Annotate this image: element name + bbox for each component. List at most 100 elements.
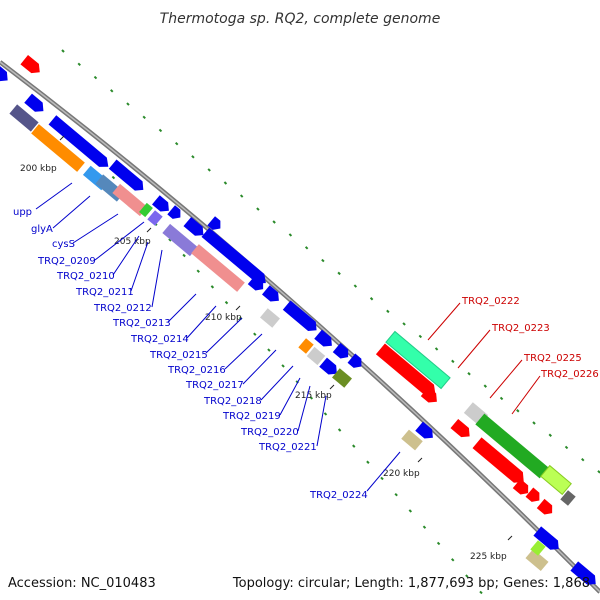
gc-dot bbox=[207, 168, 211, 172]
gene-label-trq2-0216[interactable]: TRQ2_0216 bbox=[167, 365, 226, 376]
topology-text: Topology: circular; Length: 1,877,693 bp… bbox=[232, 576, 590, 591]
reverse-gene-labels bbox=[427, 302, 541, 415]
cds-forward-arrow bbox=[262, 285, 279, 302]
feature-box-pink bbox=[112, 183, 148, 217]
gc-dot bbox=[418, 334, 423, 339]
gene-label-trq2-0210[interactable]: TRQ2_0210 bbox=[56, 271, 115, 282]
tick-label-205-kbp: 205 kbp bbox=[114, 237, 151, 247]
position-ticks bbox=[59, 135, 513, 541]
gc-dot bbox=[210, 285, 215, 289]
cds-forward-arrow bbox=[24, 93, 44, 112]
gc-dot bbox=[337, 271, 341, 276]
gc-dot bbox=[483, 384, 488, 388]
map-title: Thermotoga sp. RQ2, complete genome bbox=[160, 11, 441, 27]
gc-dot bbox=[465, 574, 469, 578]
cds-reverse-arrow bbox=[20, 55, 40, 74]
gene-label-trq2-0211[interactable]: TRQ2_0211 bbox=[75, 287, 134, 298]
feature-box-green bbox=[475, 413, 549, 479]
cds-forward-arrow bbox=[152, 195, 169, 212]
feature-box-lime bbox=[540, 464, 572, 496]
cds-forward-arrow bbox=[533, 526, 559, 550]
cds-forward-arrow bbox=[347, 353, 362, 368]
gene-label-trq2-0219[interactable]: TRQ2_0219 bbox=[222, 411, 281, 422]
cds-reverse-arrow bbox=[512, 478, 529, 495]
gc-dot bbox=[174, 141, 179, 146]
gc-dot bbox=[394, 492, 398, 497]
gc-dot bbox=[304, 246, 309, 250]
gc-dot bbox=[224, 300, 229, 305]
gene-label-trq2-0226[interactable]: TRQ2_0226 bbox=[540, 369, 599, 380]
feature-box-green bbox=[139, 202, 153, 218]
cds-forward-arrow bbox=[183, 216, 204, 236]
gene-label-trq2-0225[interactable]: TRQ2_0225 bbox=[523, 353, 582, 364]
cds-reverse-arrow bbox=[450, 418, 470, 438]
cds-forward-arrow bbox=[201, 227, 266, 284]
cds-forward-arrow bbox=[167, 205, 181, 219]
gene-label-trq2-0214[interactable]: TRQ2_0214 bbox=[130, 334, 189, 345]
tick-label-220-kbp: 220 kbp bbox=[383, 469, 420, 479]
gc-dot bbox=[451, 359, 455, 364]
gene-label-trq2-0209[interactable]: TRQ2_0209 bbox=[37, 256, 96, 267]
gc-dot bbox=[267, 348, 271, 352]
gene-label-trq2-0217[interactable]: TRQ2_0217 bbox=[185, 380, 244, 391]
gc-dot bbox=[191, 155, 195, 159]
gene-label-trq2-0213[interactable]: TRQ2_0213 bbox=[112, 318, 171, 329]
accession-text: Accession: NC_010483 bbox=[8, 576, 156, 591]
feature-box-gray bbox=[260, 308, 280, 328]
gene-label-upp[interactable]: upp bbox=[13, 207, 32, 218]
gc-dot bbox=[272, 220, 276, 224]
gc-dot bbox=[422, 525, 427, 529]
cds-forward-arrow bbox=[0, 64, 8, 82]
feature-box-gray bbox=[306, 346, 326, 366]
cds-reverse-arrow bbox=[536, 498, 553, 515]
gc-dot bbox=[479, 590, 483, 595]
gene-label-trq2-0220[interactable]: TRQ2_0220 bbox=[240, 427, 299, 438]
tick-label-225-kbp: 225 kbp bbox=[470, 552, 507, 562]
gc-dot bbox=[548, 433, 552, 437]
feature-box-olive bbox=[332, 368, 352, 388]
cds-forward-arrow bbox=[48, 115, 109, 167]
cds-reverse-arrow bbox=[420, 386, 437, 403]
gc-dot bbox=[532, 421, 536, 425]
gc-dot bbox=[499, 396, 504, 401]
gc-content-outer-track bbox=[61, 49, 600, 474]
gc-dot bbox=[288, 233, 293, 237]
cds-forward-arrow bbox=[570, 561, 596, 585]
gene-label-trq2-0212[interactable]: TRQ2_0212 bbox=[93, 303, 152, 314]
gene-label-trq2-0215[interactable]: TRQ2_0215 bbox=[149, 350, 208, 361]
cds-forward-arrow bbox=[247, 274, 264, 291]
gene-label-trq2-0222[interactable]: TRQ2_0222 bbox=[461, 296, 520, 307]
cds-reverse-arrow bbox=[375, 343, 436, 396]
gene-label-cysS[interactable]: cysS bbox=[52, 239, 75, 250]
gc-dot bbox=[77, 62, 81, 66]
gc-dot bbox=[408, 509, 413, 513]
gene-label-trq2-0224[interactable]: TRQ2_0224 bbox=[309, 490, 368, 501]
feature-box-violet bbox=[147, 210, 163, 226]
gene-label-trq2-0223[interactable]: TRQ2_0223 bbox=[491, 323, 550, 334]
gc-dot bbox=[61, 49, 65, 53]
gc-dot bbox=[323, 412, 328, 416]
feature-box-violet bbox=[162, 223, 198, 257]
tick-label-200-kbp: 200 kbp bbox=[20, 164, 57, 174]
cds-forward-arrow bbox=[319, 357, 337, 375]
cds-forward-arrow bbox=[108, 159, 144, 191]
gc-dot bbox=[281, 364, 285, 368]
gc-dot bbox=[93, 75, 98, 80]
gene-label-glyA[interactable]: glyA bbox=[31, 224, 53, 235]
gc-dot bbox=[451, 558, 455, 562]
feature-box-dark-gray bbox=[560, 490, 576, 506]
gc-dot bbox=[253, 332, 257, 336]
gc-dot bbox=[467, 372, 471, 376]
feature-box-khaki bbox=[401, 429, 423, 451]
gc-dot bbox=[239, 194, 244, 198]
cds-forward-arrow bbox=[282, 300, 317, 331]
gc-dot bbox=[256, 207, 260, 211]
gc-dot bbox=[434, 347, 439, 351]
cds-forward-arrow bbox=[332, 342, 349, 359]
gc-dot bbox=[369, 297, 374, 301]
gc-dot bbox=[126, 102, 130, 106]
gene-label-trq2-0221[interactable]: TRQ2_0221 bbox=[258, 442, 317, 453]
gene-label-trq2-0218[interactable]: TRQ2_0218 bbox=[203, 396, 262, 407]
gc-dot bbox=[380, 476, 384, 481]
